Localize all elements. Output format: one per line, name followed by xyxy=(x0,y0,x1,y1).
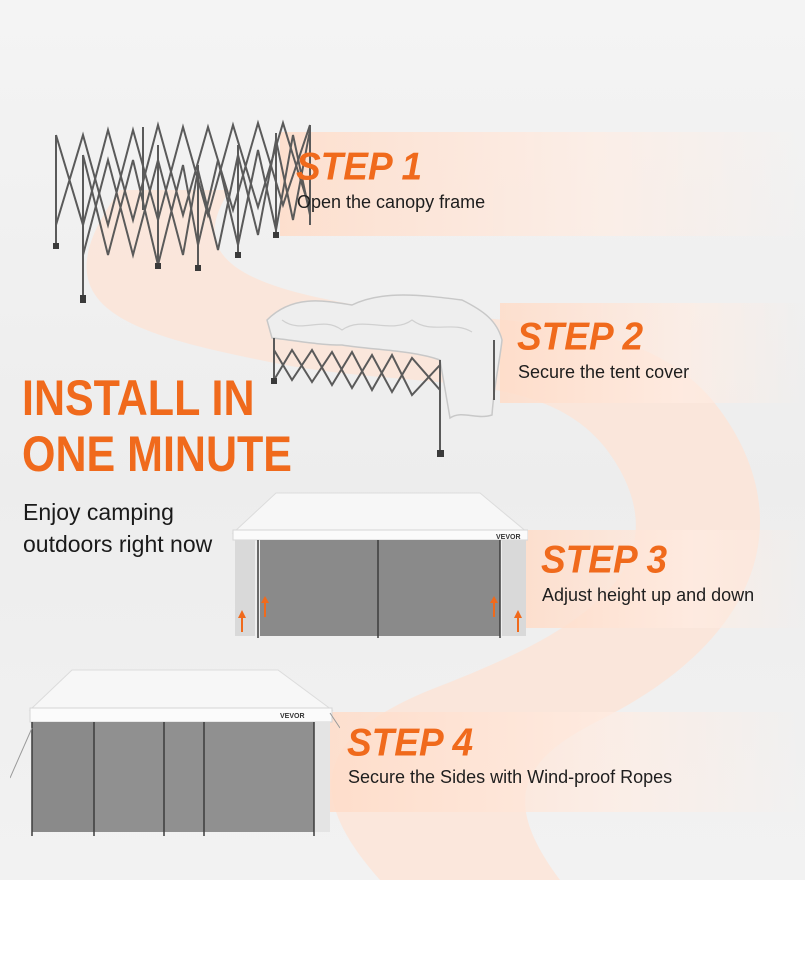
tent-3-brand: VEVOR xyxy=(496,534,521,541)
step-2-description: Secure the tent cover xyxy=(518,362,690,382)
step-4-title: STEP 4 xyxy=(347,720,474,764)
tent-4-brand: VEVOR xyxy=(280,713,305,720)
step-4-description: Secure the Sides with Wind-proof Ropes xyxy=(348,767,673,787)
step-2-cover-image xyxy=(266,294,503,457)
step-1-frame-image xyxy=(53,119,311,303)
subline: Enjoy camping outdoors right now xyxy=(23,496,212,560)
step-1-title: STEP 1 xyxy=(296,144,423,188)
product-infographic: VEVOR VEVOR xyxy=(0,0,805,880)
subline-line-2: outdoors right now xyxy=(23,531,213,557)
step-4-tent-image: VEVOR xyxy=(10,669,340,836)
headline-line-2: ONE MINUTE xyxy=(22,426,292,482)
step-2-title: STEP 2 xyxy=(517,314,644,358)
step-1-band xyxy=(280,132,805,236)
subline-line-1: Enjoy camping xyxy=(23,499,174,525)
step-3-tent-image: VEVOR xyxy=(231,492,528,638)
bottom-margin xyxy=(0,880,805,960)
step-4-band xyxy=(330,712,805,812)
step-2-band xyxy=(500,303,805,403)
step-1-description: Open the canopy frame xyxy=(297,192,486,212)
headline-line-1: INSTALL IN xyxy=(22,370,255,426)
step-3-band xyxy=(525,530,805,628)
step-3-description: Adjust height up and down xyxy=(542,585,755,605)
step-3-title: STEP 3 xyxy=(541,537,668,581)
headline: INSTALL IN ONE MINUTE xyxy=(22,370,292,482)
